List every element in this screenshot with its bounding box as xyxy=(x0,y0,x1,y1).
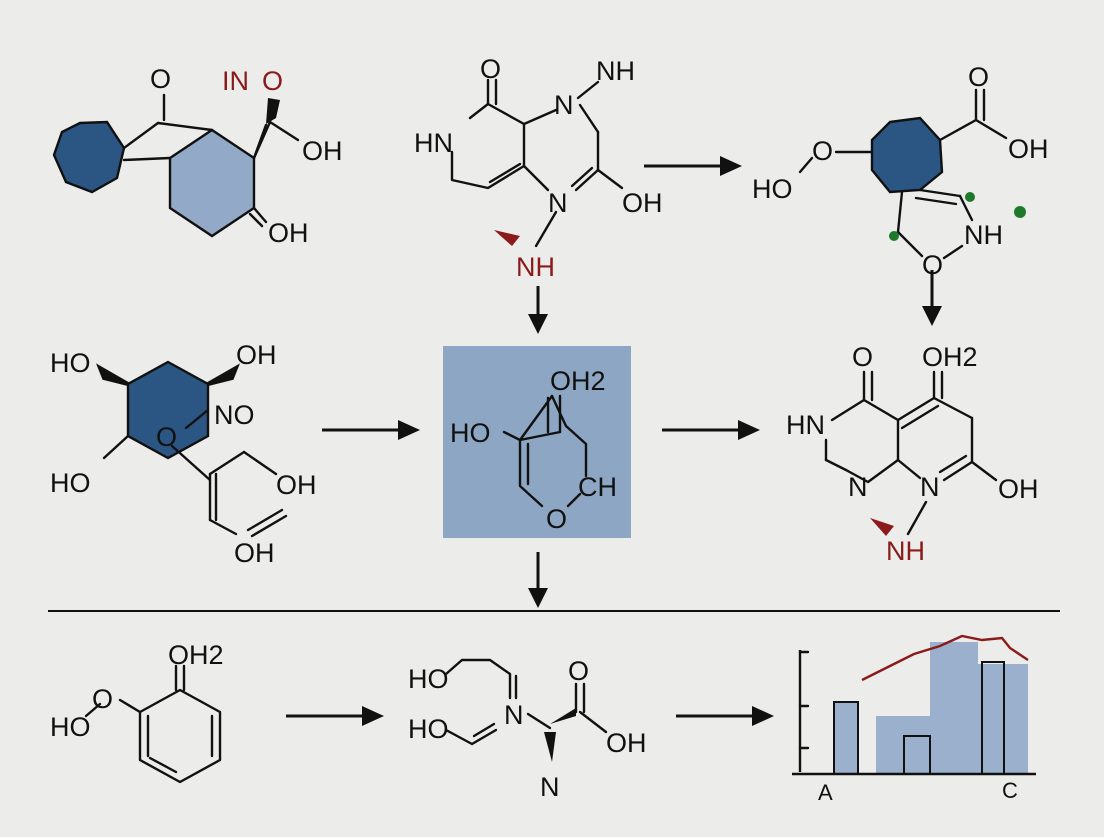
mini-chart-bar-3 xyxy=(930,642,978,774)
arrow-m5-m6 xyxy=(662,420,760,440)
arrow-m8-chart xyxy=(676,706,774,726)
m5-oh2-main: OH xyxy=(550,366,591,396)
molecule-8: HO HO N O OH N xyxy=(408,656,647,802)
m5-ch: CH xyxy=(578,472,617,502)
m5-oh2-sub: 2 xyxy=(591,366,606,396)
molecule-6: O OH2 HN N N OH NH xyxy=(786,342,1039,566)
arrow-m7-m8 xyxy=(286,706,384,726)
m7-oh2-sub: 2 xyxy=(209,640,224,670)
m1-ino-label: IN xyxy=(222,66,249,96)
m2-nh-red: NH xyxy=(516,252,555,282)
molecule-7: OH2 O HO xyxy=(50,640,224,784)
m3-nh-green: NH xyxy=(964,220,1003,250)
m4-oh-tr: OH xyxy=(236,340,277,370)
m2-hn-left: HN xyxy=(414,128,453,158)
m1-ino-o: O xyxy=(262,66,283,96)
m3-oh-right: OH xyxy=(1008,134,1049,164)
mini-chart-trend-line xyxy=(861,634,1029,682)
arrow-m4-m5 xyxy=(322,420,420,440)
arrow-m2-down xyxy=(528,286,548,334)
m1-oh-bottom: OH xyxy=(268,218,309,248)
m1-o-top: O xyxy=(150,64,171,94)
m8-oh: OH xyxy=(606,728,647,758)
m4-ho-tl: HO xyxy=(50,348,91,378)
molecule-5: OH2 HO CH O xyxy=(443,346,631,538)
m6-oh2: OH2 xyxy=(922,342,978,372)
m4-oh-b: OH xyxy=(234,538,275,568)
m8-n: N xyxy=(504,700,524,730)
m3-ho-left: HO xyxy=(752,174,793,204)
m7-o: O xyxy=(92,684,113,714)
molecule-4: HO OH NO O HO OH OH xyxy=(50,340,317,568)
molecule-3-dark-ring xyxy=(870,116,944,194)
molecule-3: O OH O HO NH O xyxy=(752,62,1049,326)
m2-n-ring-bottom: N xyxy=(548,188,568,218)
m6-oh2-main: OH xyxy=(922,342,963,372)
m7-ho: HO xyxy=(50,712,91,742)
mini-chart: A C xyxy=(792,634,1036,805)
molecule-1: O IN O OH OH xyxy=(52,64,343,248)
m7-oh2: OH2 xyxy=(168,640,224,670)
m3-o-left: O xyxy=(812,136,833,166)
mini-chart-label-c: C xyxy=(1002,778,1018,803)
m3-o-bottom: O xyxy=(922,250,943,280)
arrow-m5-down xyxy=(528,552,548,608)
m6-o-left: O xyxy=(852,342,873,372)
m7-oh2-main: OH xyxy=(168,640,209,670)
arrow-top-right xyxy=(644,156,742,176)
m1-oh-right: OH xyxy=(302,136,343,166)
m8-o: O xyxy=(568,656,589,686)
m4-ho-bl: HO xyxy=(50,468,91,498)
m6-hn: HN xyxy=(786,410,825,440)
m4-no: NO xyxy=(214,400,255,430)
molecule-1-light-ring xyxy=(168,128,256,238)
m2-nh-top: NH xyxy=(596,56,635,86)
m5-oh2: OH2 xyxy=(550,366,606,396)
m4-oh-r: OH xyxy=(276,470,317,500)
m2-oh: OH xyxy=(622,188,663,218)
molecule-2: O NH HN N N OH NH xyxy=(414,54,663,282)
m6-nh-red: NH xyxy=(886,536,925,566)
m5-ho: HO xyxy=(450,418,491,448)
m2-o-top: O xyxy=(480,54,501,84)
m8-n-bottom: N xyxy=(540,772,560,802)
m6-n-bl: N xyxy=(848,472,868,502)
m5-o: O xyxy=(546,504,567,534)
m6-n-br: N xyxy=(920,472,940,502)
m8-ho-top: HO xyxy=(408,664,449,694)
m6-oh: OH xyxy=(998,474,1039,504)
mini-chart-label-a: A xyxy=(818,780,833,805)
m6-oh2-sub: 2 xyxy=(963,342,978,372)
m2-n-ring-top: N xyxy=(554,90,574,120)
highlight-box xyxy=(443,346,631,538)
molecule-1-dark-ring xyxy=(52,120,126,194)
m3-o-top: O xyxy=(968,62,989,92)
mini-chart-bar-1 xyxy=(833,701,859,775)
m8-ho-bottom: HO xyxy=(408,714,449,744)
m4-o-center: O xyxy=(156,422,177,452)
